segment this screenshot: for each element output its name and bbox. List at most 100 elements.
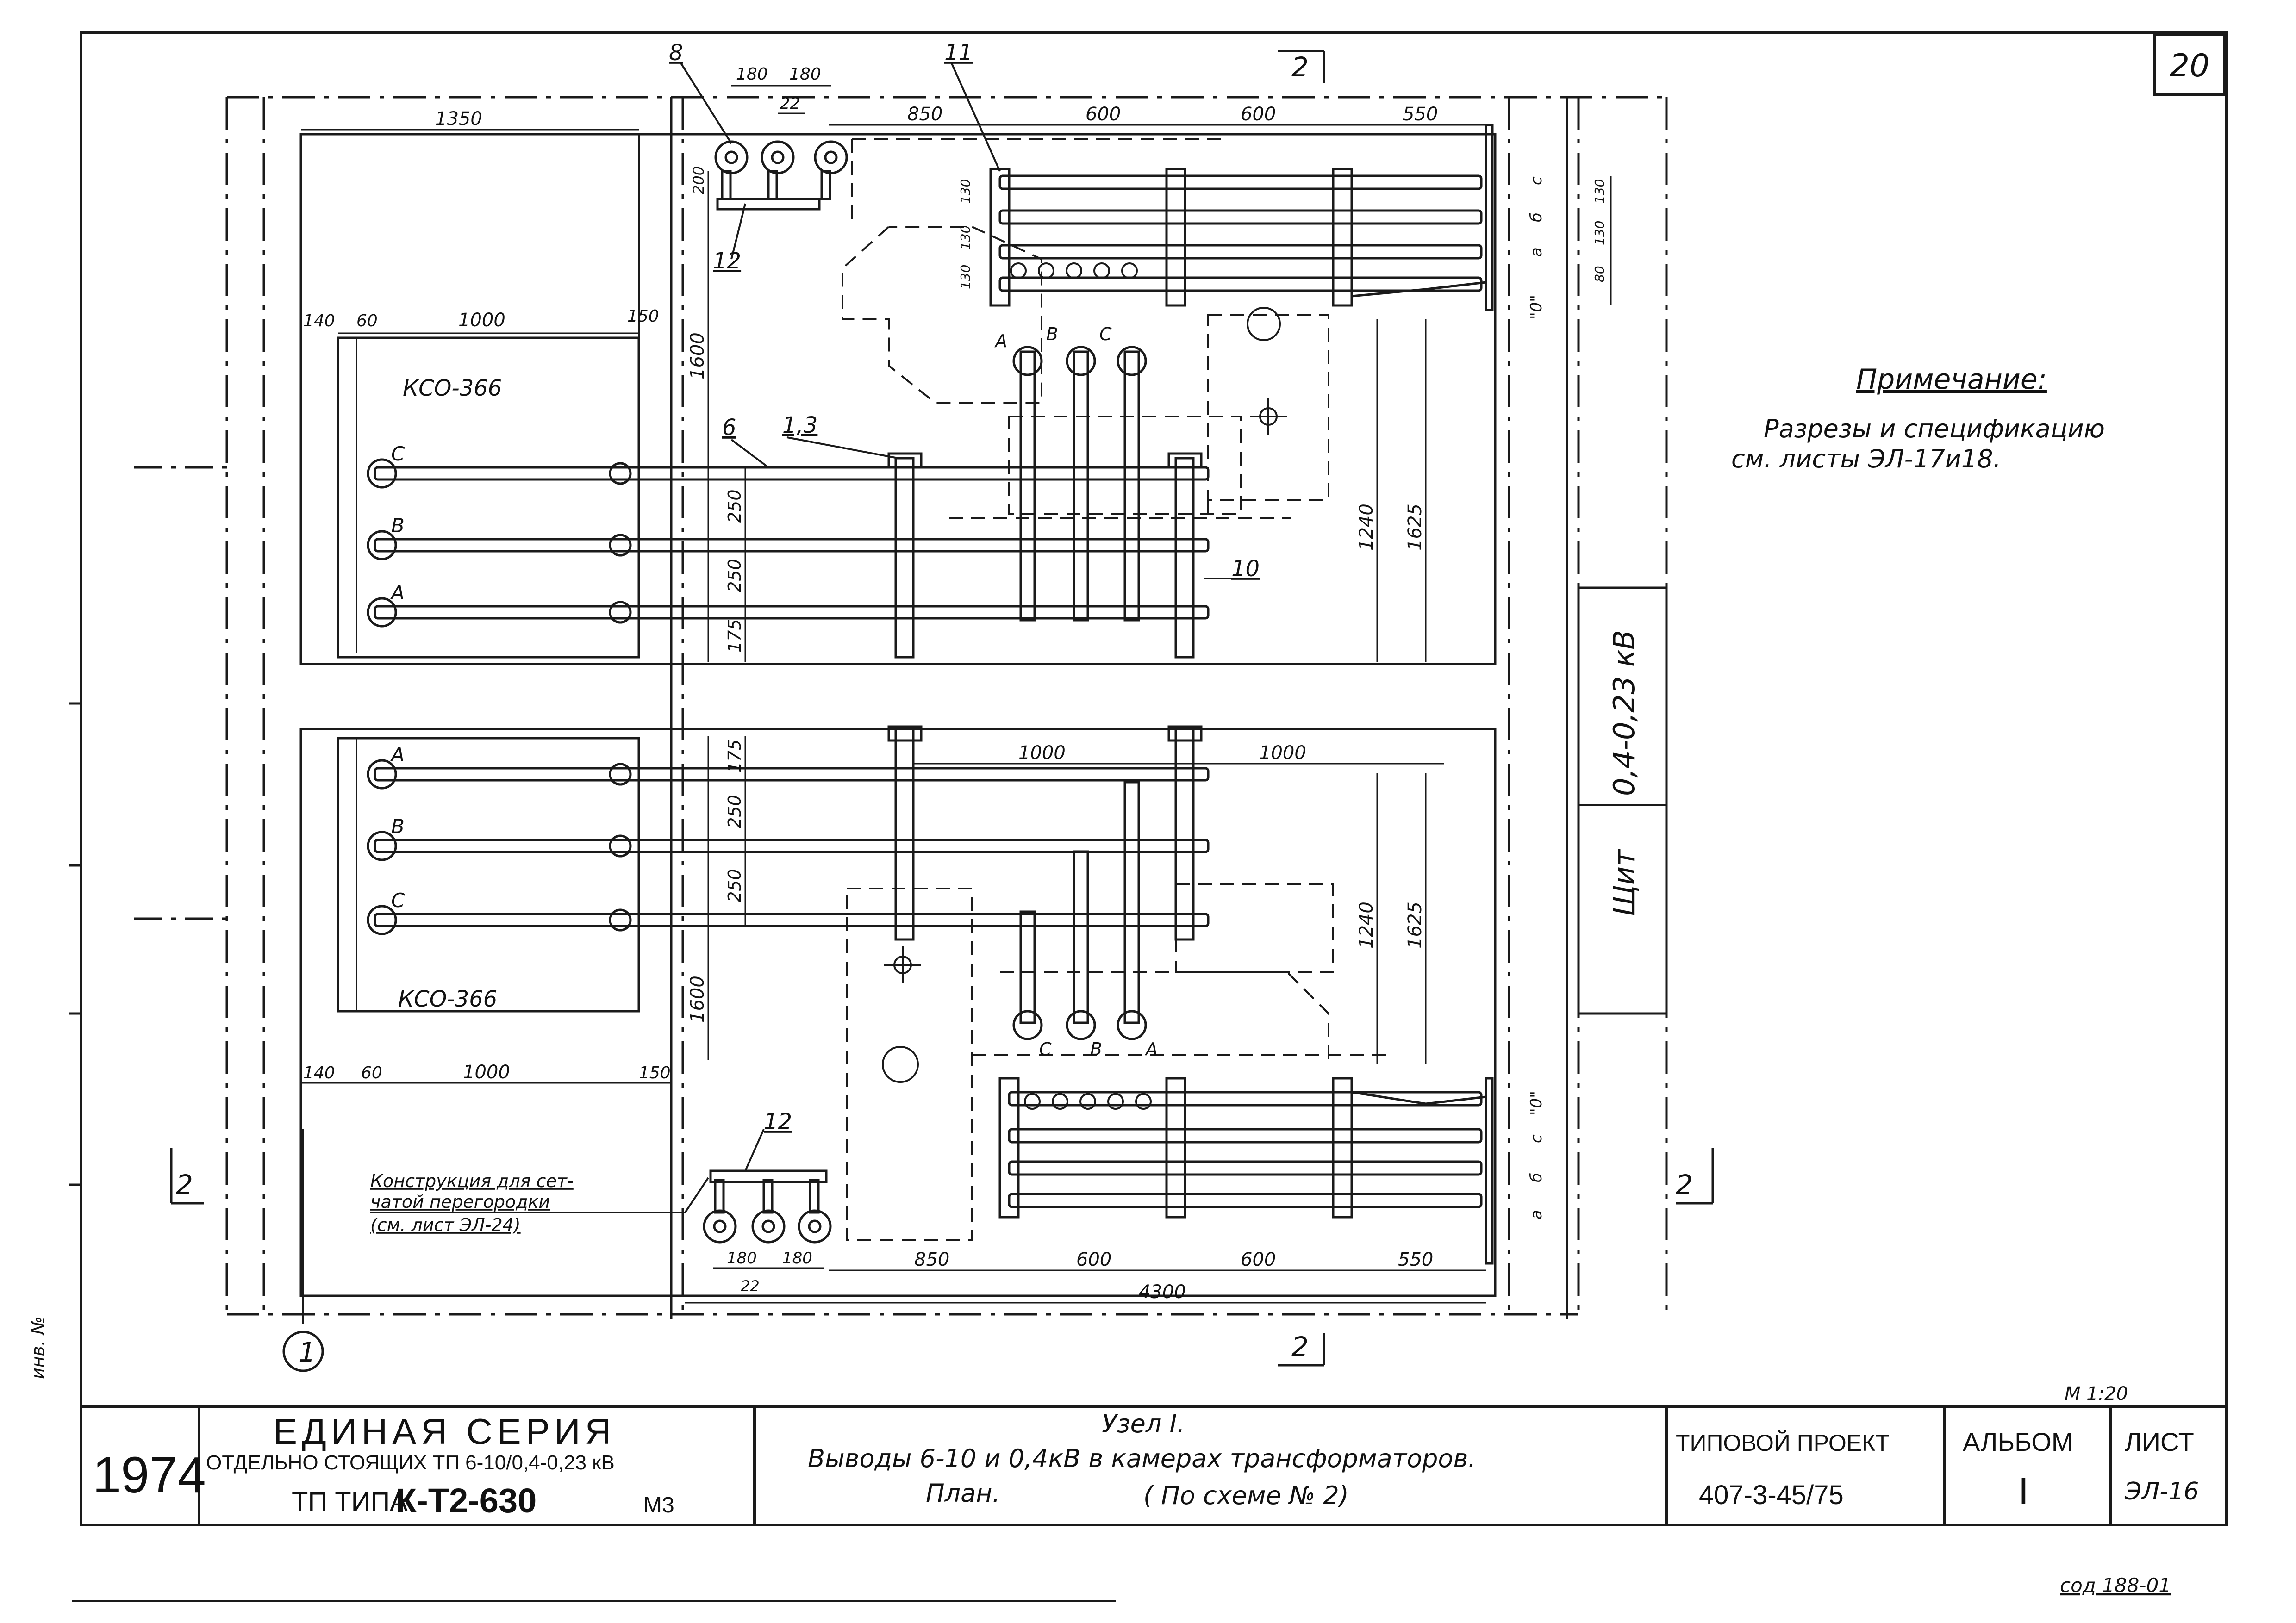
dim-850: 850 <box>907 104 942 125</box>
label-text: (см. лист ЭЛ-24) <box>370 1215 521 1235</box>
dim-250a: 250 <box>724 489 745 523</box>
lower-tr-phase-b: В <box>1090 1039 1102 1059</box>
title-node: Узел I. <box>1102 1409 1185 1438</box>
note-block: Примечание: Разрезы и спецификацию см. л… <box>1731 363 2105 473</box>
dim-130c: 130 <box>958 265 973 289</box>
construction-note: Конструкция для сет- чатой перегородки (… <box>370 1171 574 1235</box>
dim-550: 550 <box>1403 104 1438 125</box>
title-sheet-label: ЛИСТ <box>2125 1427 2194 1456</box>
lower-bus-phase-c: с <box>1527 1134 1546 1143</box>
dim-130b: 130 <box>958 225 973 250</box>
title-series-line3-type: К-Т2-630 <box>396 1481 537 1520</box>
dim-1240-lower: 1240 <box>1356 902 1377 949</box>
dim-180a-lower: 180 <box>727 1249 757 1268</box>
upper-phase-b: В <box>391 514 405 537</box>
dim-4300-lower: 4300 <box>1139 1281 1186 1303</box>
dim-1350: 1350 <box>435 108 482 130</box>
title-desc-line1: Выводы 6-10 и 0,4кВ в камерах трансформа… <box>808 1444 1476 1473</box>
label-text: Конструкция для сет- <box>370 1171 574 1191</box>
dim-130a: 130 <box>958 179 973 204</box>
upper-tr-phase-c: С <box>1099 324 1112 344</box>
upper-phase-c: С <box>391 442 405 465</box>
dim-180b: 180 <box>789 65 821 84</box>
title-album-label: АЛЬБОМ <box>1963 1427 2073 1456</box>
label-text: 2 <box>176 1169 193 1200</box>
dim-175-lower: 175 <box>724 739 745 773</box>
callout-8: 8 <box>669 40 683 66</box>
label-text: 2 <box>1676 1169 1693 1200</box>
label-text: 1 <box>299 1337 316 1368</box>
dim-1000b-lower: 1000 <box>1259 742 1306 764</box>
dim-60-lower: 60 <box>361 1063 382 1082</box>
dim-850-lower: 850 <box>914 1249 949 1270</box>
dim-600a-lower: 600 <box>1076 1249 1111 1270</box>
dim-1000c-lower: 1000 <box>463 1062 510 1083</box>
title-block: 1974 ЕДИНАЯ СЕРИЯ ОТДЕЛЬНО СТОЯЩИХ ТП 6-… <box>93 1407 2199 1525</box>
scale-label: М 1:20 <box>2065 1383 2128 1405</box>
dim-22-lower: 22 <box>741 1277 760 1295</box>
dim-250b: 250 <box>724 559 745 592</box>
dim-200: 200 <box>690 166 707 194</box>
lower-plan: КСО-366 А В С <box>299 725 1546 1304</box>
lower-tr-phase-c: С <box>1039 1039 1052 1059</box>
upper-cells-label: КСО-366 <box>403 375 502 401</box>
section-mark-top: 2 <box>1278 50 1325 83</box>
label-text: 2 <box>1292 1331 1309 1362</box>
title-project-label: ТИПОВОЙ ПРОЕКТ <box>1676 1430 1890 1456</box>
section-mark-bottom: 2 <box>1278 1331 1325 1367</box>
title-series-line3-prefix: ТП ТИПА <box>292 1487 408 1517</box>
callout-10: 10 <box>1231 556 1260 582</box>
dim-1600: 1600 <box>687 332 708 379</box>
label-text: 2 <box>1292 51 1309 83</box>
upper-bus-phase-a: а <box>1527 247 1546 257</box>
upper-bus-phase-c: с <box>1527 176 1546 185</box>
dim-600b-lower: 600 <box>1241 1249 1276 1270</box>
footer-code: сод 188-01 <box>2060 1574 2171 1597</box>
section-mark-right: 2 <box>1676 1148 1714 1205</box>
edge-inventory-text: инв. № <box>28 1316 48 1379</box>
dim-175: 175 <box>724 619 745 653</box>
callout-12-upper: 12 <box>713 248 741 274</box>
note-line-2: см. листы ЭЛ-17и18. <box>1731 444 2001 473</box>
lower-bus-phase-0: "0" <box>1527 1091 1546 1115</box>
label-text: чатой перегородки <box>370 1192 550 1212</box>
dim-1240: 1240 <box>1356 504 1377 551</box>
lower-phase-a: А <box>390 743 405 766</box>
title-desc-line2-right: ( По схеме № 2) <box>1143 1481 1349 1510</box>
title-album-number: I <box>2018 1470 2029 1512</box>
dim-180a: 180 <box>736 65 768 84</box>
callout-1-3: 1,3 <box>782 412 817 438</box>
dim-150: 150 <box>627 307 659 326</box>
dim-600b: 600 <box>1241 104 1276 125</box>
lower-cells-label: КСО-366 <box>398 986 497 1012</box>
lower-bus-phase-b: б <box>1527 1173 1546 1182</box>
callout-11: 11 <box>944 40 973 66</box>
dim-140-lower: 140 <box>303 1063 335 1082</box>
upper-bus-phase-0: "0" <box>1527 295 1546 319</box>
axis-marker-1: 1 <box>282 1129 324 1372</box>
title-year: 1974 <box>93 1447 206 1504</box>
left-edge-ticks <box>69 702 81 1186</box>
sheet-number: 20 <box>2170 48 2210 84</box>
upper-plan: КСО-366 С В А <box>299 40 1612 665</box>
sheet-number-box: 20 <box>2153 33 2226 96</box>
upper-phase-a: А <box>390 581 405 604</box>
dim-1600-lower: 1600 <box>687 976 708 1023</box>
dim-250a-lower: 250 <box>724 795 745 828</box>
dim-550-lower: 550 <box>1398 1249 1433 1270</box>
switchboard-voltage: 0,4-0,23 кВ <box>1607 630 1641 796</box>
dim-22: 22 <box>780 94 800 113</box>
dim-250b-lower: 250 <box>724 869 745 902</box>
lower-bus-phase-a: а <box>1527 1210 1546 1219</box>
dim-1000: 1000 <box>458 310 505 331</box>
note-line-1: Разрезы и спецификацию <box>1764 414 2105 443</box>
lower-phase-b: В <box>391 815 405 838</box>
dim-1625-lower: 1625 <box>1404 902 1426 949</box>
lower-phase-c: С <box>391 889 405 912</box>
dim-180b-lower: 180 <box>782 1249 812 1268</box>
dim-130d: 130 <box>1592 179 1607 204</box>
note-heading: Примечание: <box>1856 363 2047 396</box>
switchboard-name: Щит <box>1607 849 1641 916</box>
title-project-number: 407-3-45/75 <box>1699 1480 1844 1510</box>
